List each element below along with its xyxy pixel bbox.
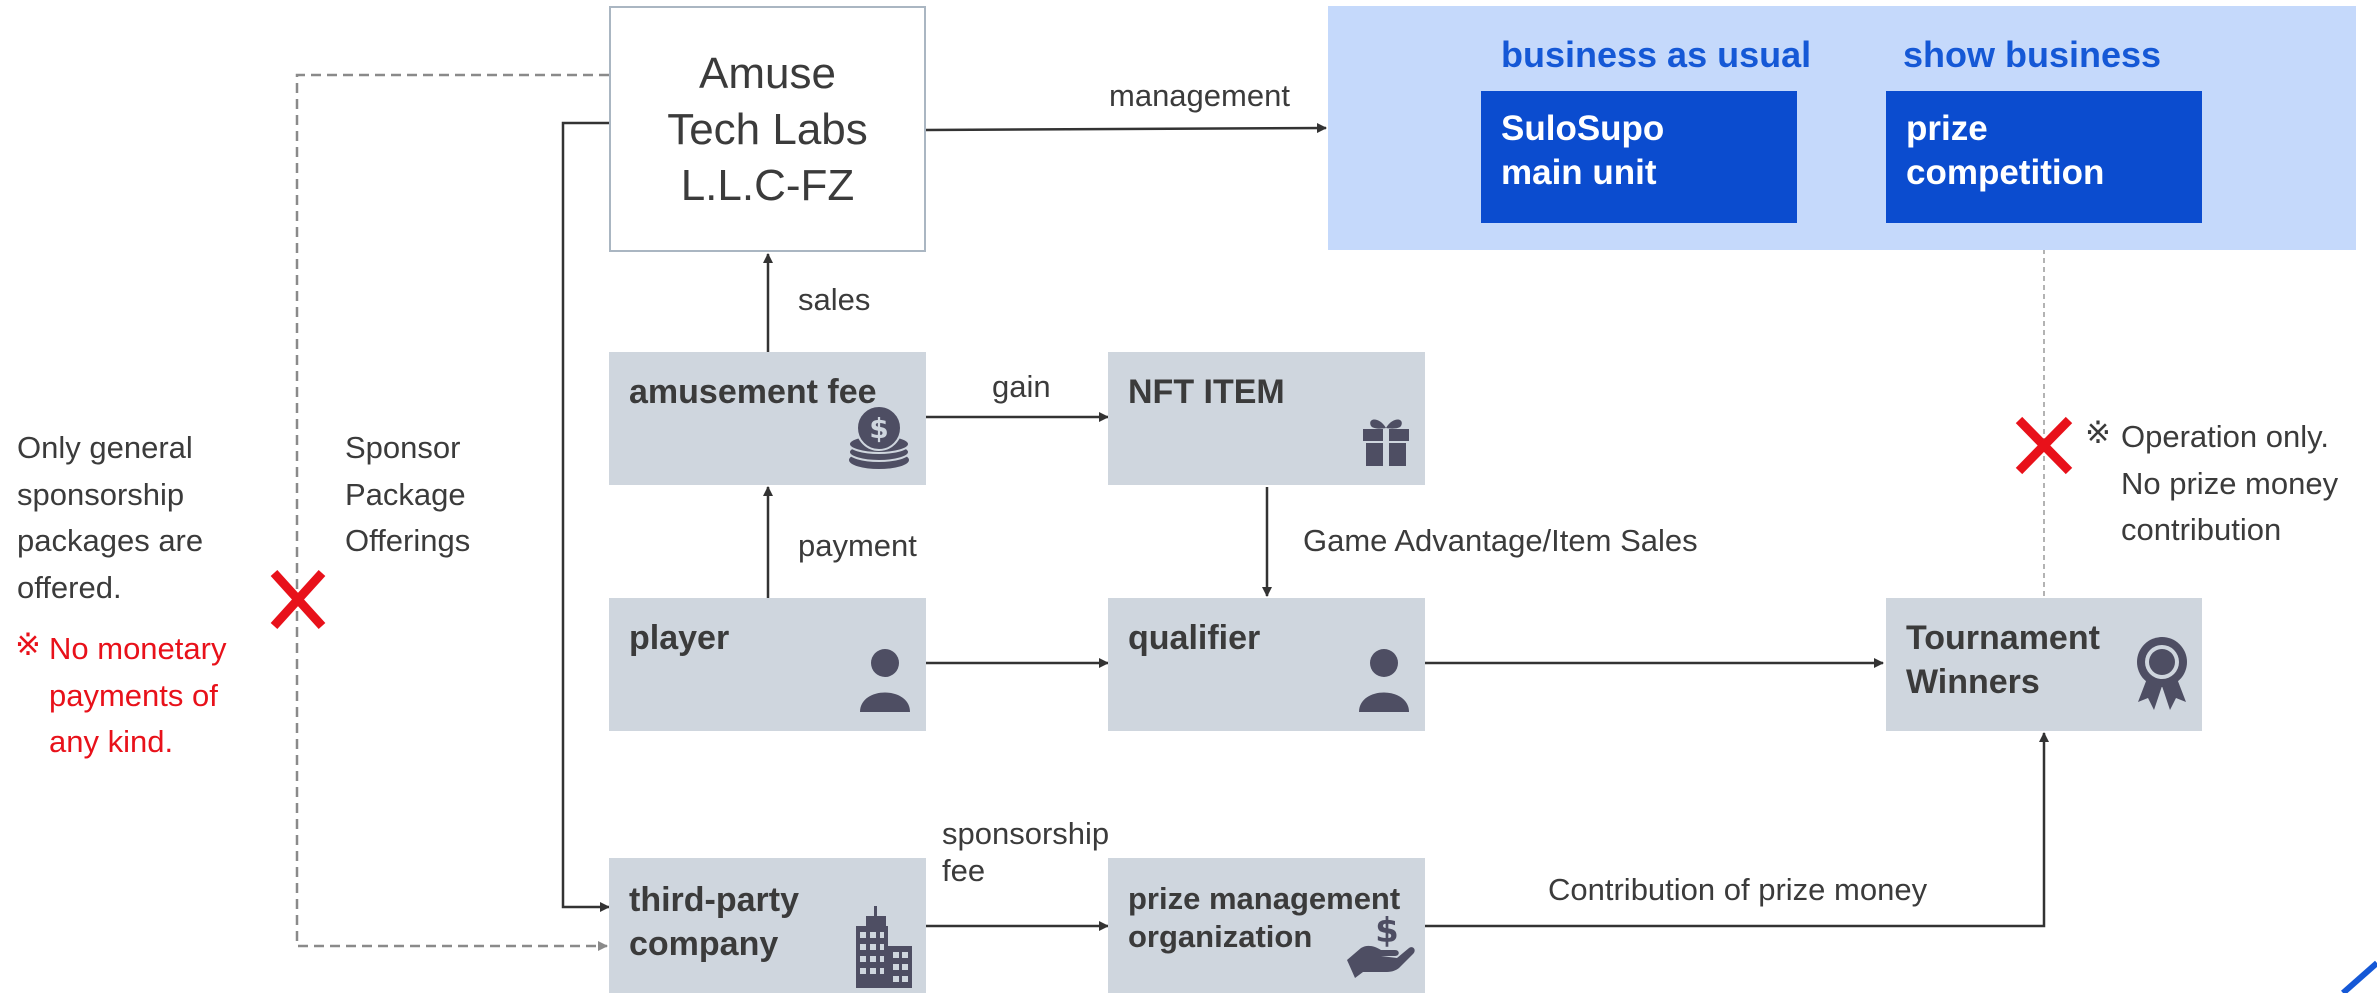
company-to-third-party-arrow bbox=[561, 121, 610, 912]
award-ribbon-icon bbox=[2134, 636, 2190, 717]
company-box: Amuse Tech Labs L.L.C-FZ bbox=[609, 6, 926, 252]
company-name: Amuse Tech Labs L.L.C-FZ bbox=[667, 49, 868, 210]
building-icon bbox=[850, 906, 914, 993]
contribution-label: Contribution of prize money bbox=[1548, 872, 1928, 907]
amusement-fee-box: amusement fee $ bbox=[609, 352, 926, 485]
red-cross-icon bbox=[2015, 416, 2073, 475]
no-monetary-note: No monetary payments of any kind. bbox=[49, 631, 227, 759]
business-as-usual-label: business as usual bbox=[1501, 34, 1812, 75]
sponsor-package-label: Sponsor Package Offerings bbox=[345, 430, 471, 558]
third-party-company-box: third-party company bbox=[609, 858, 926, 993]
sponsor-package-dashed-arrow bbox=[295, 73, 609, 951]
third-party-company-label: third-party company bbox=[629, 881, 799, 964]
general-sponsorship-note: Only general sponsorship packages are of… bbox=[17, 430, 204, 605]
player-box: player bbox=[609, 598, 926, 731]
qualifier-box: qualifier bbox=[1108, 598, 1425, 731]
gain-label: gain bbox=[992, 369, 1051, 404]
tournament-winners-label: Tournament Winners bbox=[1906, 619, 2100, 702]
money-hand-icon: $ bbox=[1345, 908, 1415, 983]
tournament-winners-box: Tournament Winners bbox=[1886, 598, 2202, 731]
player-label: player bbox=[629, 619, 730, 657]
sponsorship-fee-label: sponsorship fee bbox=[942, 816, 1110, 889]
main-unit-box: SuloSupo main unit bbox=[1481, 91, 1797, 223]
coin-stack-icon: $ bbox=[844, 404, 914, 477]
prize-management-organization-box: prize management organization $ bbox=[1108, 858, 1425, 993]
contribution-arrow bbox=[1425, 732, 2049, 928]
amusement-fee-label: amusement fee bbox=[629, 373, 877, 411]
show-business-label: show business bbox=[1903, 34, 2162, 75]
person-icon bbox=[1357, 648, 1411, 717]
prize-competition-box: prize competition bbox=[1886, 91, 2202, 223]
game-advantage-label: Game Advantage/Item Sales bbox=[1303, 523, 1698, 558]
gift-icon bbox=[1361, 414, 1411, 471]
sales-label: sales bbox=[798, 282, 871, 317]
management-label: management bbox=[1109, 78, 1290, 113]
no-monetary-mark: ※ bbox=[15, 627, 41, 662]
nft-item-box: NFT ITEM bbox=[1108, 352, 1425, 485]
qualifier-label: qualifier bbox=[1128, 619, 1261, 657]
nft-item-label: NFT ITEM bbox=[1128, 373, 1285, 411]
svg-text:$: $ bbox=[1375, 911, 1399, 951]
payment-label: payment bbox=[798, 528, 917, 563]
operation-mark: ※ bbox=[2085, 415, 2111, 450]
operation-only-note: Operation only. No prize money contribut… bbox=[2121, 419, 2339, 547]
svg-text:$: $ bbox=[869, 412, 888, 445]
management-arrow bbox=[924, 123, 1327, 134]
red-cross-icon bbox=[270, 569, 326, 630]
prize-management-organization-label: prize management organization bbox=[1128, 881, 1401, 954]
corner-accent bbox=[2341, 960, 2377, 993]
person-icon bbox=[858, 648, 912, 717]
